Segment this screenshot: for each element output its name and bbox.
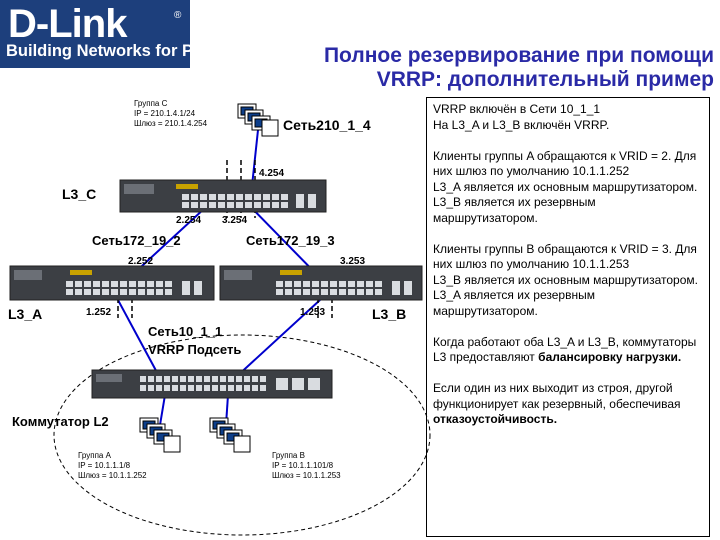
net-172-3-label: Сеть172_19_3 — [246, 233, 335, 248]
info-p4-text: Когда работают оба L3_A и L3_B, коммутат… — [433, 334, 697, 365]
info-p1-line2: На L3_A и L3_B включён VRRP. — [433, 117, 610, 132]
l3a-label: L3_A — [8, 306, 43, 322]
group-a-name: Группа A — [78, 451, 111, 460]
vrrp-subnet-label: VRRP Подсеть — [148, 342, 242, 357]
info-paragraph-1: VRRP включён в Сети 10_1_1 На L3_A и L3_… — [433, 102, 703, 133]
l3b-label: L3_B — [372, 306, 407, 322]
l2-switch-label: Коммутатор L2 — [12, 414, 109, 429]
group-a-label: Группа A IP = 10.1.1.1/8 Шлюз = 10.1.1.2… — [78, 451, 147, 481]
info-p5-bold: отказоустойчивость. — [433, 412, 558, 426]
group-c-label: Группа C IP = 210.1.4.1/24 Шлюз = 210.1.… — [134, 99, 207, 129]
ip-4-254-label: 4.254 — [259, 168, 285, 179]
info-p1-line1: VRRP включён в Сети 10_1_1 — [433, 102, 601, 116]
link-l3b-l2 — [234, 299, 321, 379]
group-b-label: Группа B IP = 10.1.1.101/8 Шлюз = 10.1.1… — [272, 451, 341, 481]
info-p4-bold: балансировку нагрузки. — [538, 350, 682, 364]
net-210-label: Сеть210_1_4 — [283, 117, 371, 133]
ip-3-253-label: 3.253 — [340, 256, 366, 267]
l3c-switch — [119, 179, 327, 213]
group-c-name: Группа C — [134, 99, 168, 108]
info-paragraph-4: Когда работают оба L3_A и L3_B, коммутат… — [433, 335, 703, 366]
slide-title: Полное резервирование при помощи VRRP: д… — [324, 44, 714, 92]
info-p2c: L3_B является их резервным маршрутизатор… — [433, 195, 596, 225]
ip-3-254-label: 3.254 — [222, 215, 248, 226]
group-a-gw: Шлюз = 10.1.1.252 — [78, 471, 147, 480]
logo-brand: D-Link — [8, 2, 127, 46]
group-b-gw: Шлюз = 10.1.1.253 — [272, 471, 341, 480]
info-p5-text: Если один из них выходит из строя, друго… — [433, 381, 681, 411]
group-c-ip: IP = 210.1.4.1/24 — [134, 109, 196, 118]
group-a-ip: IP = 10.1.1.1/8 — [78, 461, 131, 470]
group-b-pc-icon — [209, 417, 251, 453]
info-p2b: L3_A является их основным маршрутизаторо… — [433, 179, 698, 194]
l3c-label: L3_C — [62, 186, 97, 202]
group-c-pc-icon — [237, 103, 279, 137]
info-p3b: L3_B является их основным маршрутизаторо… — [433, 272, 698, 287]
l3b-switch — [219, 265, 423, 301]
info-p3c: L3_A является их резервным маршрутизатор… — [433, 288, 595, 318]
logo-tagline: Building Networks for People — [6, 42, 237, 60]
info-paragraph-5: Если один из них выходит из строя, друго… — [433, 381, 703, 428]
link-l3c-pc — [251, 129, 259, 187]
info-paragraph-2: Клиенты группы A обращаются к VRID = 2. … — [433, 149, 703, 227]
group-a-pc-icon — [139, 417, 181, 453]
title-line-1: Полное резервирование при помощи — [323, 44, 714, 67]
title-line-2: VRRP: дополнительный пример — [376, 68, 714, 91]
dlink-logo: D-Link ® Building Networks for People — [0, 0, 236, 68]
info-p2: Клиенты группы A обращаются к VRID = 2. … — [433, 148, 697, 179]
ip-2-252-label: 2.252 — [128, 256, 154, 267]
info-paragraph-3: Клиенты группы B обращаются к VRID = 3. … — [433, 242, 703, 320]
logo-registered: ® — [174, 10, 182, 21]
ip-1-253-label: 1.253 — [300, 307, 326, 318]
group-b-name: Группа B — [272, 451, 305, 460]
group-c-gw: Шлюз = 210.1.4.254 — [134, 119, 208, 128]
net-10-label: Сеть10_1_1 — [148, 324, 223, 339]
group-b-ip: IP = 10.1.1.101/8 — [272, 461, 334, 470]
info-box: VRRP включён в Сети 10_1_1 На L3_A и L3_… — [426, 97, 710, 537]
info-p3: Клиенты группы B обращаются к VRID = 3. … — [433, 241, 697, 272]
l3a-switch — [9, 265, 215, 301]
link-l3a-l2 — [117, 299, 161, 379]
l2-switch — [91, 369, 333, 399]
ip-1-252-label: 1.252 — [86, 307, 112, 318]
vrrp-subnet-ellipse — [53, 334, 431, 536]
link-l2-group-a — [159, 394, 166, 426]
ip-2-254-label: 2.254 — [176, 215, 202, 226]
net-172-2-label: Сеть172_19_2 — [92, 233, 181, 248]
